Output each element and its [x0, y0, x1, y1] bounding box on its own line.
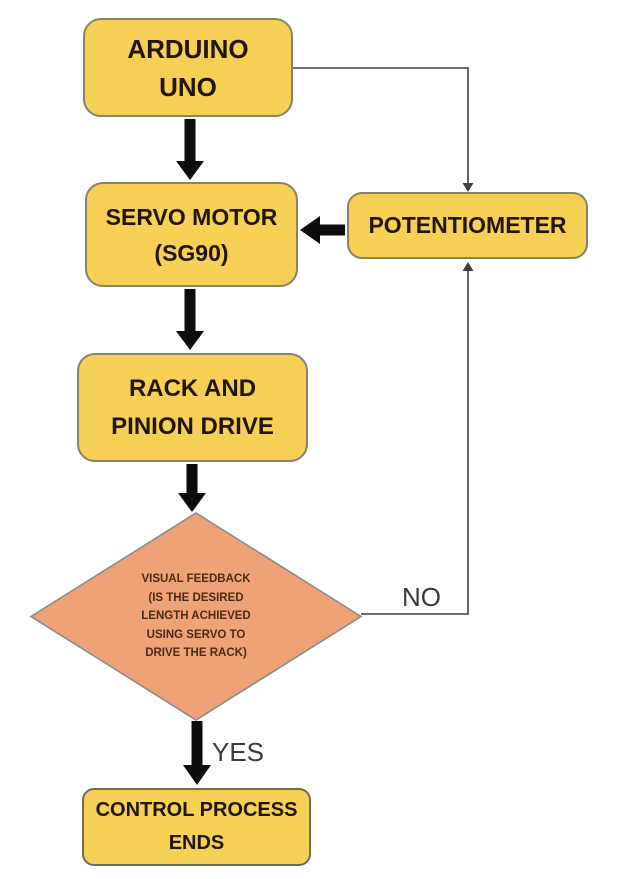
arrow-potentiometer-to-servo-head-icon: [300, 216, 320, 244]
arrow-rack-to-decision-head-icon: [178, 493, 206, 512]
edge-arduino-to-potentiometer-line: [293, 67, 469, 184]
node-rack-and-pinion-drive-label: RACK AND PINION DRIVE: [111, 374, 274, 440]
node-control-process-ends-label: CONTROL PROCESS ENDS: [95, 799, 298, 854]
arrow-decision-yes-to-end-head-icon: [183, 765, 211, 785]
edge-label-no: NO: [402, 582, 441, 612]
arrow-arduino-to-servo-head-icon: [176, 161, 204, 180]
node-servo-motor-label: SERVO MOTOR (SG90): [105, 203, 278, 266]
edge-decision-no-to-potentiometer-line: [361, 270, 469, 615]
node-arduino-uno: ARDUINO UNO: [83, 18, 293, 117]
node-servo-motor: SERVO MOTOR (SG90): [85, 182, 298, 287]
node-control-process-ends: CONTROL PROCESS ENDS: [82, 788, 311, 866]
arrow-servo-to-rack-head-icon: [176, 331, 204, 350]
node-decision-visual-feedback: VISUAL FEEDBACK (IS THE DESIRED LENGTH A…: [106, 557, 286, 676]
edge-label-yes: YES: [212, 737, 265, 767]
node-arduino-uno-label: ARDUINO UNO: [127, 33, 249, 102]
node-decision-diamond-shape: [29, 512, 363, 721]
node-potentiometer: POTENTIOMETER: [347, 192, 588, 259]
node-potentiometer-label: POTENTIOMETER: [368, 212, 567, 238]
arrowhead-up-icon: [462, 262, 474, 271]
node-decision-visual-feedback-label: VISUAL FEEDBACK (IS THE DESIRED LENGTH A…: [141, 573, 251, 660]
node-rack-and-pinion-drive: RACK AND PINION DRIVE: [77, 353, 308, 462]
arrowhead-down-icon: [462, 183, 474, 192]
